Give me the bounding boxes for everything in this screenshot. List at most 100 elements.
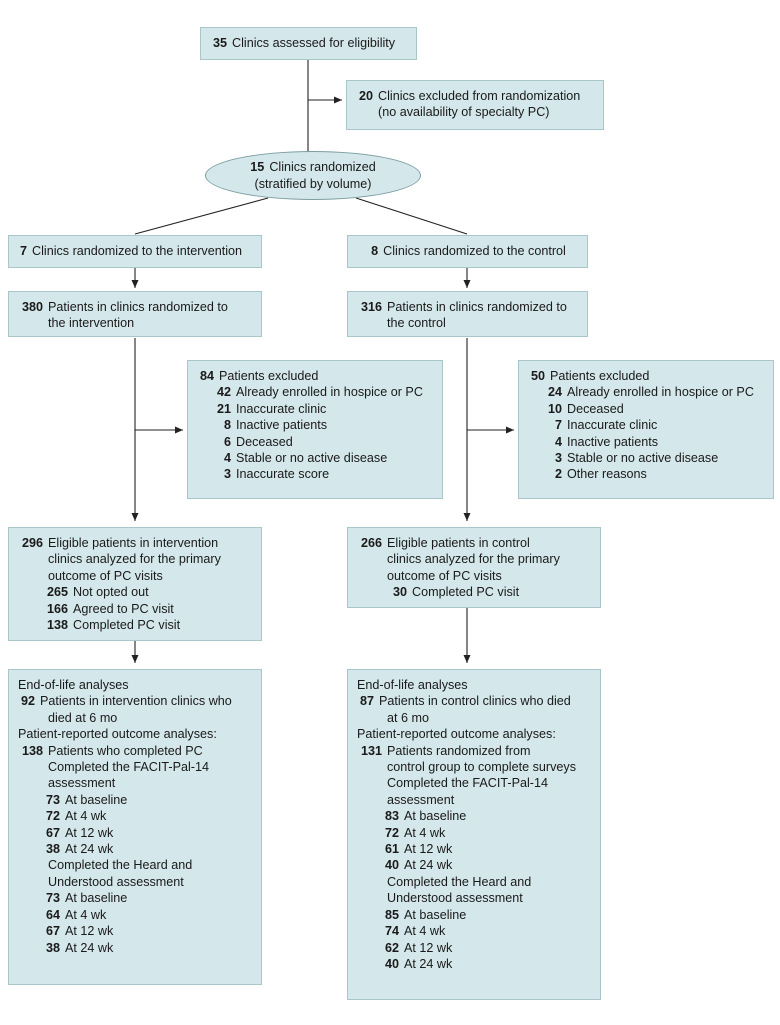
analyzed-control-label3: outcome of PC visits bbox=[387, 568, 502, 583]
node-clinics-intervention: 7 Clinics randomized to the intervention bbox=[8, 235, 262, 269]
eol-control-heard-line1: Completed the Heard and bbox=[387, 874, 532, 889]
node-analyzed-intervention: 296 Eligible patients in intervention cl… bbox=[8, 527, 262, 641]
excluded-control-count: 50 bbox=[530, 369, 545, 383]
patients-control-label2: the control bbox=[387, 316, 446, 331]
sub-label: Completed PC visit bbox=[412, 585, 520, 600]
patients-intervention-label: Patients in clinics randomized to bbox=[48, 300, 228, 314]
facit-label: At 12 wk bbox=[65, 825, 114, 840]
node-eol-intervention: End-of-life analyses 92 Patients in inte… bbox=[8, 669, 262, 985]
heard-count: 62 bbox=[384, 940, 399, 955]
clinics-intervention-count: 7 bbox=[19, 244, 27, 258]
node-analyzed-control: 266 Eligible patients in control clinics… bbox=[347, 527, 601, 608]
analyzed-intervention-label1: Eligible patients in intervention bbox=[48, 536, 219, 550]
excluded-intervention-header: Patients excluded bbox=[219, 369, 319, 383]
facit-count: 40 bbox=[384, 858, 399, 873]
heard-count: 67 bbox=[45, 924, 60, 939]
facit-label: At baseline bbox=[65, 792, 128, 807]
eol-control-pro-count: 131 bbox=[360, 743, 382, 758]
eol-intervention-died-count: 92 bbox=[20, 694, 35, 709]
reason-label: Deceased bbox=[236, 434, 293, 449]
heard-count: 38 bbox=[45, 940, 60, 955]
reason-count: 3 bbox=[223, 467, 231, 482]
reason-label: Already enrolled in hospice or PC bbox=[567, 385, 754, 400]
heard-label: At 4 wk bbox=[65, 907, 107, 922]
excluded-intervention-count: 84 bbox=[199, 369, 214, 383]
analyzed-control-label1: Eligible patients in control bbox=[387, 536, 530, 550]
facit-label: At 24 wk bbox=[65, 842, 114, 857]
reason-label: Inaccurate clinic bbox=[236, 401, 327, 416]
eol-intervention-died-label1: Patients in intervention clinics who bbox=[40, 694, 232, 709]
analyzed-intervention-label2: clinics analyzed for the primary bbox=[48, 552, 221, 567]
node-patients-control: 316 Patients in clinics randomized to th… bbox=[347, 291, 588, 337]
heard-label: At baseline bbox=[65, 891, 128, 906]
facit-label: At 4 wk bbox=[65, 809, 107, 824]
facit-label: At baseline bbox=[404, 809, 467, 824]
eol-control-died-label2: at 6 mo bbox=[387, 710, 429, 725]
sub-label: Agreed to PC visit bbox=[73, 601, 174, 616]
reason-count: 24 bbox=[547, 385, 562, 400]
clinics-control-count: 8 bbox=[371, 244, 379, 258]
eol-intervention-died-label2: died at 6 mo bbox=[48, 710, 118, 725]
eol-control-heard-line2: Understood assessment bbox=[387, 891, 523, 906]
reason-label: Inactive patients bbox=[236, 418, 328, 433]
reason-count: 8 bbox=[223, 418, 231, 433]
reason-label: Stable or no active disease bbox=[236, 451, 388, 466]
heard-label: At 12 wk bbox=[65, 924, 114, 939]
clinics-assessed-count: 35 bbox=[212, 36, 227, 50]
eol-control-pro-label1: Patients randomized from bbox=[387, 743, 531, 758]
eol-control-pro-heading: Patient-reported outcome analyses: bbox=[357, 727, 556, 742]
reason-label: Deceased bbox=[567, 401, 624, 416]
facit-label: At 12 wk bbox=[404, 842, 453, 857]
reason-count: 6 bbox=[223, 434, 231, 449]
heard-count: 64 bbox=[45, 907, 60, 922]
eol-control-died-count: 87 bbox=[359, 694, 374, 709]
analyzed-intervention-count: 296 bbox=[21, 536, 43, 550]
heard-count: 74 bbox=[384, 924, 399, 939]
reason-label: Other reasons bbox=[567, 467, 647, 482]
eol-control-died-label1: Patients in control clinics who died bbox=[379, 694, 571, 709]
reason-label: Inactive patients bbox=[567, 434, 659, 449]
heard-count: 85 bbox=[384, 907, 399, 922]
connector-randomized-to-intervention bbox=[134, 197, 269, 235]
clinics-assessed-label: Clinics assessed for eligibility bbox=[232, 36, 396, 50]
eol-control-facit-line1: Completed the FACIT-Pal-14 bbox=[387, 776, 548, 791]
clinics-excluded-note: (no availability of specialty PC) bbox=[378, 105, 550, 120]
patients-intervention-count: 380 bbox=[21, 300, 43, 314]
analyzed-control-count: 266 bbox=[360, 536, 382, 550]
node-clinics-randomized: 15 Clinics randomized (stratified by vol… bbox=[205, 151, 421, 200]
heard-count: 73 bbox=[45, 891, 60, 906]
clinics-randomized-label: Clinics randomized bbox=[269, 159, 376, 174]
clinics-excluded-label: Clinics excluded from randomization bbox=[378, 89, 581, 103]
reason-count: 10 bbox=[547, 401, 562, 416]
node-patients-intervention: 380 Patients in clinics randomized to th… bbox=[8, 291, 262, 337]
eol-intervention-heard-list: 73 At baseline 64 At 4 wk 67 At 12 wk 38 At … bbox=[43, 890, 252, 956]
eol-intervention-facit-line1: Completed the FACIT-Pal-14 bbox=[48, 760, 209, 775]
facit-count: 67 bbox=[45, 825, 60, 840]
eol-control-heading: End-of-life analyses bbox=[357, 678, 468, 692]
analyzed-intervention-label3: outcome of PC visits bbox=[48, 568, 163, 583]
reason-label: Inaccurate score bbox=[236, 467, 330, 482]
sub-count: 166 bbox=[46, 601, 68, 616]
facit-count: 38 bbox=[45, 842, 60, 857]
eol-intervention-pro-count: 138 bbox=[21, 743, 43, 758]
analyzed-control-label2: clinics analyzed for the primary bbox=[387, 552, 560, 567]
heard-label: At 24 wk bbox=[65, 940, 114, 955]
facit-count: 83 bbox=[384, 809, 399, 824]
reason-label: Inaccurate clinic bbox=[567, 418, 658, 433]
heard-label: At 24 wk bbox=[404, 956, 453, 971]
eol-intervention-heard-line1: Completed the Heard and bbox=[48, 858, 193, 873]
reason-count: 7 bbox=[554, 418, 562, 433]
heard-label: At 12 wk bbox=[404, 940, 453, 955]
clinics-randomized-strata: (stratified by volume) bbox=[254, 176, 372, 191]
reason-label: Stable or no active disease bbox=[567, 451, 719, 466]
connector-randomized-to-control bbox=[355, 197, 468, 235]
patients-control-label: Patients in clinics randomized to bbox=[387, 300, 567, 314]
node-eol-control: End-of-life analyses 87 Patients in cont… bbox=[347, 669, 601, 1000]
heard-label: At baseline bbox=[404, 907, 467, 922]
